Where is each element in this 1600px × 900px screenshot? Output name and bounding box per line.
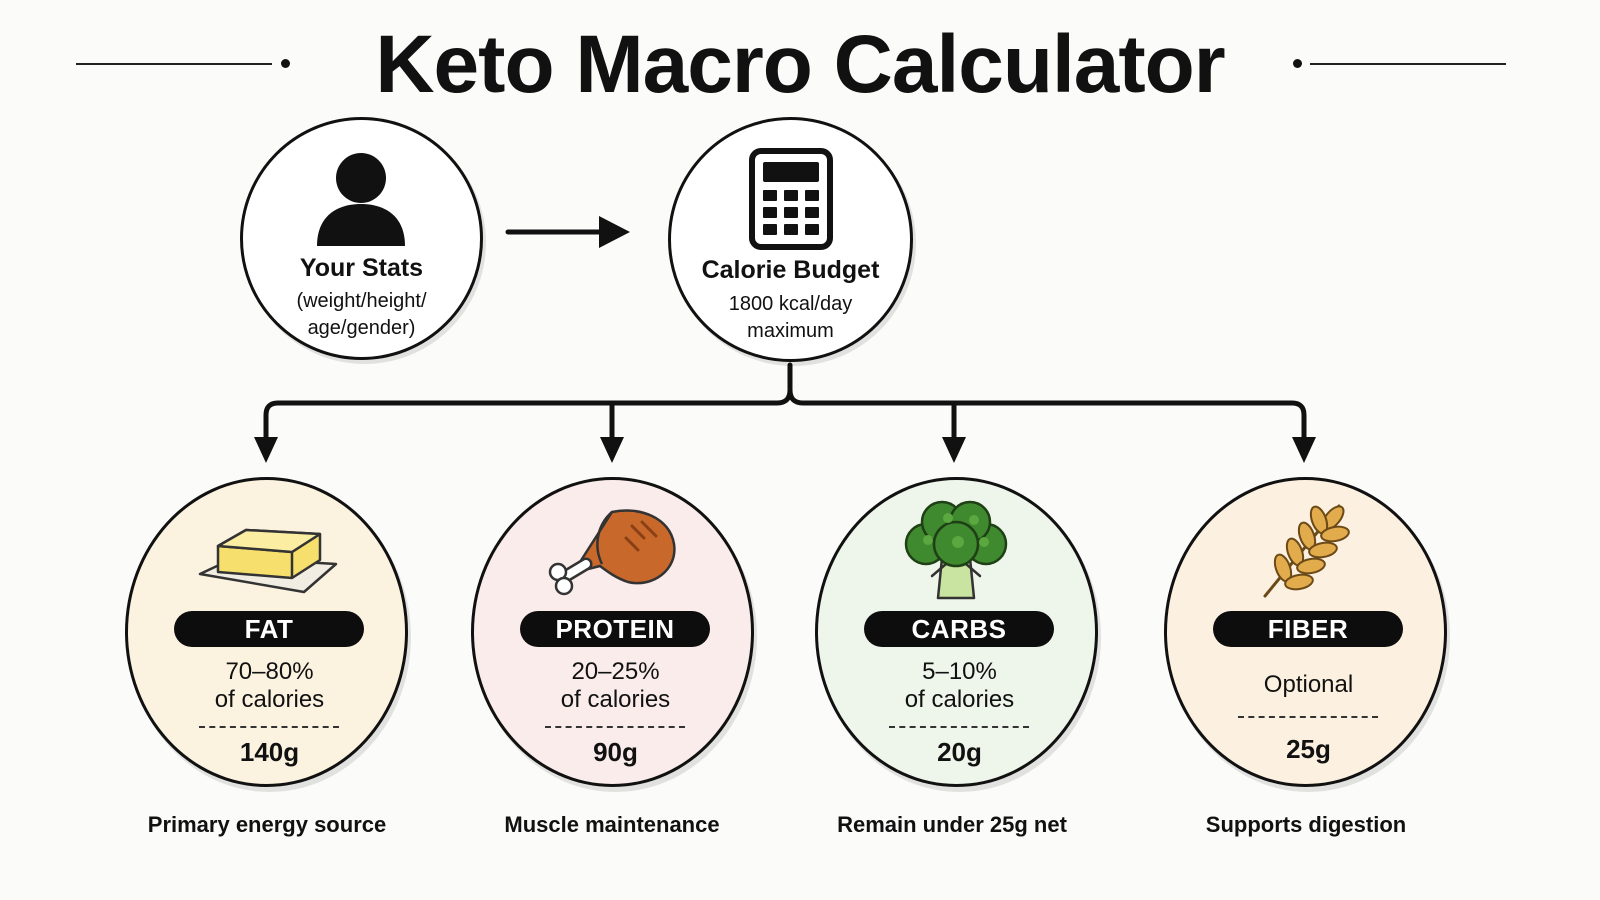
calorie-budget-title: Calorie Budget [701, 256, 880, 284]
calorie-budget-sub-1: 1800 kcal/day [728, 293, 853, 315]
person-icon [317, 153, 405, 246]
macro-label-fat: FAT [174, 611, 364, 647]
macro-note-fiber: Supports digestion [1205, 812, 1407, 837]
macro-pct-protein-2: of calories [560, 686, 671, 713]
title-dot-left [281, 59, 290, 68]
macro-divider-protein [545, 726, 685, 728]
branch-arrowheads [254, 437, 1316, 463]
your-stats-sub-1: (weight/height/ [296, 290, 427, 312]
macro-pct-fat-1: 70–80% [225, 658, 314, 685]
macro-card-protein: PROTEIN 20–25% of calories 90g [471, 477, 754, 787]
arrowhead-fiber [1292, 437, 1316, 463]
macro-grams-fiber: 25g [1286, 734, 1331, 764]
title-dot-right [1293, 59, 1302, 68]
macro-note-protein: Muscle maintenance [504, 812, 720, 837]
arrowhead-carbs [942, 437, 966, 463]
macro-pct-fiber: Optional [1263, 671, 1354, 698]
your-stats-sub-2: age/gender) [307, 317, 416, 339]
wheat-icon [1263, 504, 1350, 598]
macro-card-fat: FAT 70–80% of calories 140g [125, 477, 408, 787]
your-stats-title: Your Stats [299, 254, 424, 282]
arrowhead-fat [254, 437, 278, 463]
calorie-budget-sub-2: maximum [747, 320, 834, 342]
calorie-budget-node: Calorie Budget 1800 kcal/day maximum [668, 117, 913, 362]
page-title: Keto Macro Calculator [375, 19, 1225, 110]
stats-to-budget-arrow [505, 216, 630, 248]
macro-divider-carbs [889, 726, 1029, 728]
your-stats-node: Your Stats (weight/height/ age/gender) [240, 117, 483, 360]
butter-icon [198, 528, 338, 594]
macro-card-fiber: FIBER Optional 25g [1164, 477, 1447, 787]
title-rule-left [76, 63, 272, 65]
broccoli-icon [904, 500, 1008, 600]
macro-pct-protein-1: 20–25% [571, 658, 660, 685]
chicken-leg-icon [548, 509, 676, 596]
macro-divider-fat [199, 726, 339, 728]
title-rule-right [1310, 63, 1506, 65]
macro-pct-carbs-2: of calories [904, 686, 1015, 713]
macro-note-fat: Primary energy source [147, 812, 387, 837]
macro-divider-fiber [1238, 716, 1378, 718]
macro-grams-fat: 140g [239, 737, 300, 767]
macro-label-protein: PROTEIN [520, 611, 710, 647]
calculator-icon [749, 148, 833, 250]
macro-note-carbs: Remain under 25g net [837, 812, 1067, 837]
macro-pct-fat-2: of calories [214, 686, 325, 713]
macro-grams-protein: 90g [593, 737, 638, 767]
macro-label-carbs: CARBS [864, 611, 1054, 647]
budget-branch-lines [263, 362, 1307, 443]
macro-grams-carbs: 20g [937, 737, 982, 767]
macro-pct-carbs-1: 5–10% [922, 658, 997, 685]
macro-card-carbs: CARBS 5–10% of calories 20g [815, 477, 1098, 787]
arrowhead-protein [600, 437, 624, 463]
macro-label-fiber: FIBER [1213, 611, 1403, 647]
